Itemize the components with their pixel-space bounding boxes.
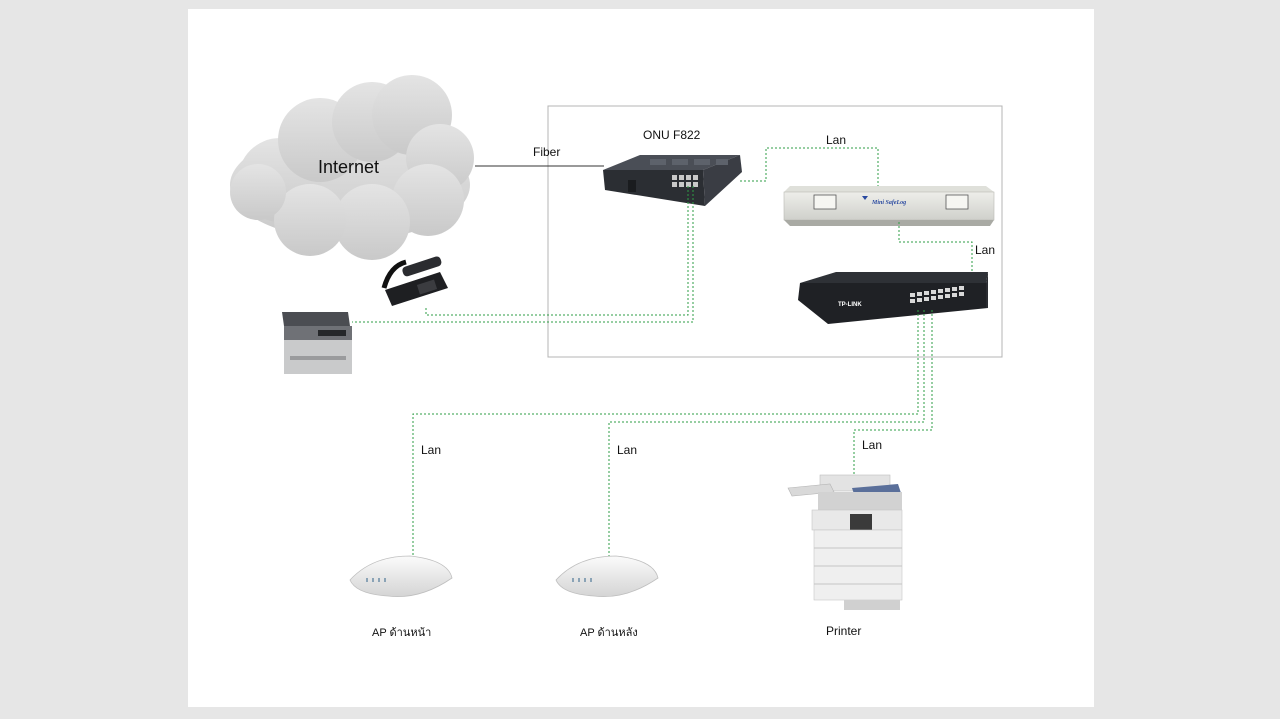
lan-onu-phone	[425, 186, 689, 316]
network-switch-icon: TP-LINK	[798, 272, 988, 324]
mini-safelog-device-icon: Mini SafeLog	[783, 186, 995, 226]
ap-front-label: AP ด้านหน้า	[372, 627, 431, 639]
switch-brand-text: TP-LINK	[838, 302, 862, 308]
fiber-label: Fiber	[533, 145, 560, 159]
onu-device-icon	[603, 155, 742, 206]
lan-logger-switch	[898, 222, 973, 290]
lan-onu-logger	[740, 147, 879, 196]
lan-switch-ap-front	[412, 310, 919, 556]
lan-printer-label: Lan	[862, 438, 882, 452]
internet-label: Internet	[318, 157, 379, 177]
server-rack-enclosure	[547, 105, 1003, 358]
office-printer-icon	[787, 474, 903, 610]
internet-cloud-icon	[230, 75, 474, 260]
onu-label: ONU F822	[643, 128, 701, 142]
lan-switch-printer	[853, 310, 933, 476]
lan-onu-mfp	[352, 186, 694, 323]
access-point-back-icon	[555, 555, 659, 597]
lan-right-label: Lan	[975, 243, 995, 257]
lan-top-label: Lan	[826, 133, 846, 147]
logger-brand-text: Mini SafeLog	[871, 200, 906, 206]
printer-label: Printer	[826, 624, 861, 638]
lan-ap-back-label: Lan	[617, 443, 637, 457]
mfp-printer-icon	[282, 312, 352, 374]
lan-switch-ap-back	[608, 310, 925, 556]
telephone-icon	[381, 256, 448, 306]
access-point-front-icon	[349, 555, 453, 597]
lan-ap-front-label: Lan	[421, 443, 441, 457]
ap-back-label: AP ด้านหลัง	[580, 627, 638, 639]
